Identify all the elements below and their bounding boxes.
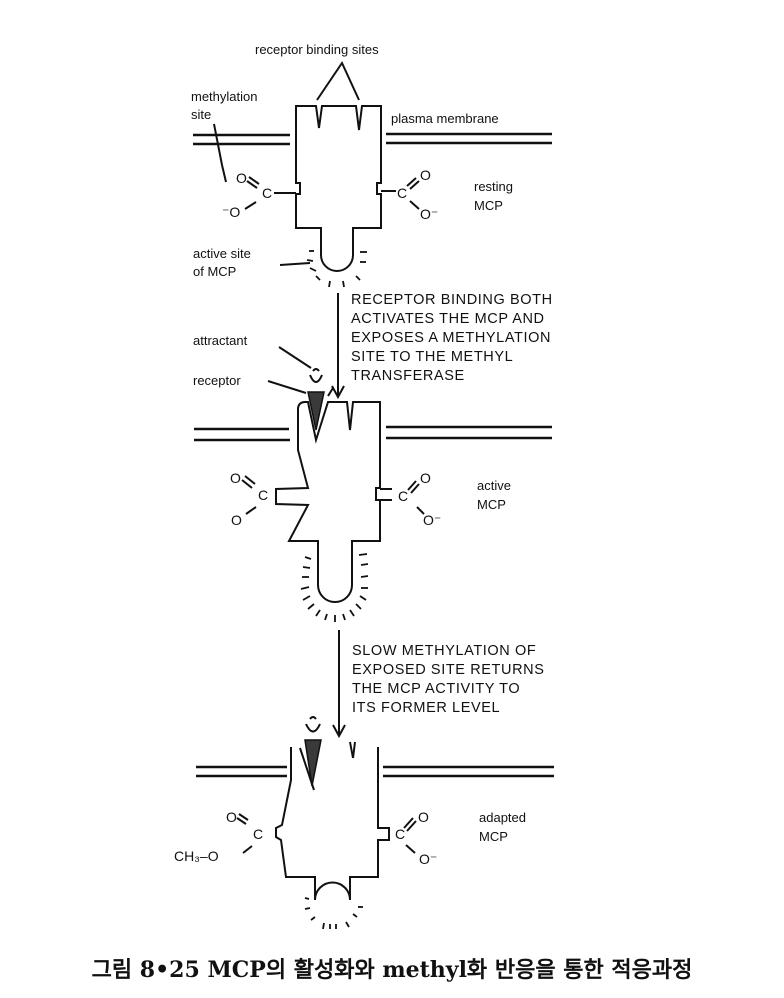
activity-rays	[304, 897, 363, 930]
transition-activation: RECEPTOR BINDING BOTH ACTIVATES THE MCP …	[331, 292, 553, 400]
double-bond	[409, 180, 420, 190]
mcp-protein-active	[275, 401, 381, 603]
oxygen-atom: O	[418, 809, 429, 825]
double-bond	[406, 177, 417, 187]
activity-rays	[306, 250, 367, 288]
state-label-line1: resting	[474, 179, 513, 194]
stage-adapted: O C CH₃–O C O O⁻ adapted MCP	[174, 716, 554, 930]
single-bond	[245, 506, 257, 515]
oxygen-anion: O⁻	[423, 512, 441, 528]
oxygen-anion: O⁻	[419, 851, 437, 867]
oxygen-atom: O	[231, 512, 242, 528]
methylation-site-label-line2: site	[191, 107, 211, 122]
receptor-binding-sites-label: receptor binding sites	[255, 42, 379, 57]
double-bond	[236, 817, 247, 825]
transition-text-line: THE MCP ACTIVITY TO	[352, 681, 520, 697]
methylation-site-label-line1: methylation	[191, 89, 257, 104]
attractant-molecule-top	[312, 368, 320, 372]
attractant-molecule-top	[309, 716, 317, 720]
active-site-label-line1: active site	[193, 246, 251, 261]
double-bond	[403, 817, 414, 829]
state-label-line1: active	[477, 478, 511, 493]
transition-text-line: EXPOSED SITE RETURNS	[352, 662, 544, 678]
carbon-atom: C	[262, 185, 272, 201]
oxygen-atom: O	[420, 167, 431, 183]
single-bond	[244, 201, 257, 210]
oxygen-atom: O	[420, 470, 431, 486]
transition-adaptation: SLOW METHYLATION OF EXPOSED SITE RETURNS…	[332, 630, 544, 739]
activity-rays	[300, 553, 369, 622]
stage-active: attractant receptor O C O C O O⁻ active	[193, 333, 552, 622]
single-bond	[409, 200, 420, 210]
plasma-membrane-label: plasma membrane	[391, 111, 499, 126]
mcp-protein-resting	[295, 105, 382, 272]
transition-text-line: SITE TO THE METHYL	[351, 349, 513, 365]
receptor-binding-sites-pointer	[316, 60, 360, 101]
transition-text-line: SLOW METHYLATION OF	[352, 643, 536, 659]
methylation-site-pointer	[213, 123, 227, 183]
attractant-molecule	[309, 374, 323, 383]
transition-text-line: EXPOSES A METHYLATION	[351, 330, 551, 346]
carbon-atom: C	[253, 826, 263, 842]
double-bond	[407, 480, 417, 491]
oxygen-anion: ⁻O	[222, 204, 240, 220]
oxygen-atom: O	[230, 470, 241, 486]
state-label-line2: MCP	[479, 829, 508, 844]
figure-caption: 그림 8•25 MCP의 활성화와 methyl화 반응을 통한 적응과정	[91, 957, 693, 983]
transition-text-line: ACTIVATES THE MCP AND	[351, 311, 545, 327]
attractant-label: attractant	[193, 333, 248, 348]
transition-text-line: ITS FORMER LEVEL	[352, 700, 500, 716]
double-bond	[248, 176, 260, 185]
active-site-pointer	[279, 262, 311, 266]
state-label-line1: adapted	[479, 810, 526, 825]
methyl-group-label: CH₃–O	[174, 848, 219, 864]
double-bond	[406, 820, 417, 832]
carbon-atom: C	[398, 488, 408, 504]
stage-resting: receptor binding sites methylation site …	[191, 42, 552, 288]
oxygen-atom: O	[236, 170, 247, 186]
double-bond	[244, 475, 256, 485]
attractant-molecule	[305, 723, 321, 733]
receptor-wedge	[304, 739, 322, 787]
double-bond	[246, 180, 258, 189]
state-label-line2: MCP	[477, 497, 506, 512]
mcp-protein-adapted	[275, 747, 390, 901]
binding-site-notch	[352, 741, 356, 759]
carbon-atom: C	[397, 185, 407, 201]
receptor-label: receptor	[193, 373, 241, 388]
transition-arrow-head	[332, 724, 346, 739]
carbon-atom: C	[258, 487, 268, 503]
single-bond	[405, 844, 416, 854]
carbon-atom: C	[395, 826, 405, 842]
single-bond	[242, 845, 253, 854]
double-bond	[238, 813, 249, 821]
receptor-pointer	[267, 380, 307, 394]
transition-text-line: RECEPTOR BINDING BOTH	[351, 292, 553, 308]
state-label-line2: MCP	[474, 198, 503, 213]
receptor-wedge	[307, 391, 325, 431]
double-bond	[410, 483, 420, 494]
transition-arrow-head	[331, 385, 345, 400]
single-bond	[416, 506, 425, 515]
attractant-pointer	[278, 346, 312, 369]
active-site-label-line2: of MCP	[193, 264, 236, 279]
transition-text-line: TRANSFERASE	[351, 368, 465, 384]
oxygen-anion: O⁻	[420, 206, 438, 222]
binding-pointer	[327, 387, 334, 397]
double-bond	[241, 479, 253, 489]
oxygen-atom: O	[226, 809, 237, 825]
